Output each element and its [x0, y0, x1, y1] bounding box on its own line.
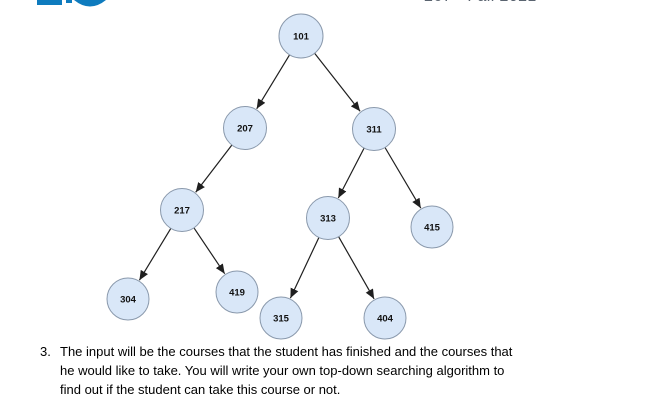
instruction-line-3: find out if the student can take this co…: [60, 382, 341, 397]
tree-node-304: 304: [106, 277, 150, 321]
tree-node-circle-404: [363, 296, 407, 340]
tree-edge-311-313: [337, 147, 365, 199]
tree-node-circle-304: [106, 277, 150, 321]
tree-node-label-315: 315: [273, 314, 290, 325]
tree-node-label-217: 217: [174, 206, 190, 217]
tree-node-315: 315: [259, 296, 303, 340]
logo-stroke-left: [37, 0, 62, 5]
instruction-line-1: The input will be the courses that the s…: [60, 344, 513, 359]
tree-node-circle-415: [410, 205, 454, 249]
logo-stroke-mid: [66, 0, 72, 3]
tree-node-circle-311: [352, 107, 396, 151]
tree-edge-313-315: [289, 237, 320, 299]
tree-edge-313-404: [338, 236, 375, 300]
tree-node-label-311: 311: [366, 125, 382, 136]
tree-node-circle-315: [259, 296, 303, 340]
tree-node-circle-207: [223, 106, 267, 150]
tree-edge-217-304: [138, 228, 172, 281]
tree-node-label-313: 313: [320, 214, 336, 225]
tree-node-label-101: 101: [293, 32, 310, 43]
tree-edge-207-217: [195, 144, 233, 193]
instruction-text: The input will be the courses that the s…: [60, 342, 512, 399]
tree-node-311: 311: [352, 107, 396, 151]
tree-node-217: 217: [160, 188, 204, 232]
tree-node-label-304: 304: [120, 295, 137, 306]
instruction-line-2: he would like to take. You will write yo…: [60, 363, 505, 378]
tree-node-101: 101: [278, 13, 324, 59]
header-course-info-text: 267 - Fall 2021: [424, 0, 644, 6]
logo-swoosh: [74, 0, 106, 7]
tree-node-label-404: 404: [377, 314, 394, 325]
tree-node-415: 415: [410, 205, 454, 249]
tree-edge-311-415: [384, 147, 422, 209]
course-tree-diagram: 101 207 311 217 313 415 304 419 315 404: [106, 13, 454, 340]
header-course-info: 267 - Fall 2021: [424, 0, 644, 7]
tree-edge-217-419: [193, 227, 226, 275]
tree-node-circle-419: [215, 270, 259, 314]
tree-node-313: 313: [306, 196, 350, 240]
instruction-item-3: 3. The input will be the courses that th…: [40, 342, 512, 399]
tree-node-circle-101: [278, 13, 324, 59]
tree-node-419: 419: [215, 270, 259, 314]
tree-node-circle-217: [160, 188, 204, 232]
university-logo-icon: [37, 0, 106, 7]
tree-edge-101-311: [314, 52, 361, 112]
tree-node-label-207: 207: [237, 124, 253, 135]
tree-node-207: 207: [223, 106, 267, 150]
tree-edge-101-207: [256, 54, 291, 110]
tree-node-circle-313: [306, 196, 350, 240]
tree-node-404: 404: [363, 296, 407, 340]
list-item-number: 3.: [40, 344, 51, 359]
tree-node-label-415: 415: [424, 223, 441, 234]
tree-node-label-419: 419: [229, 288, 245, 299]
